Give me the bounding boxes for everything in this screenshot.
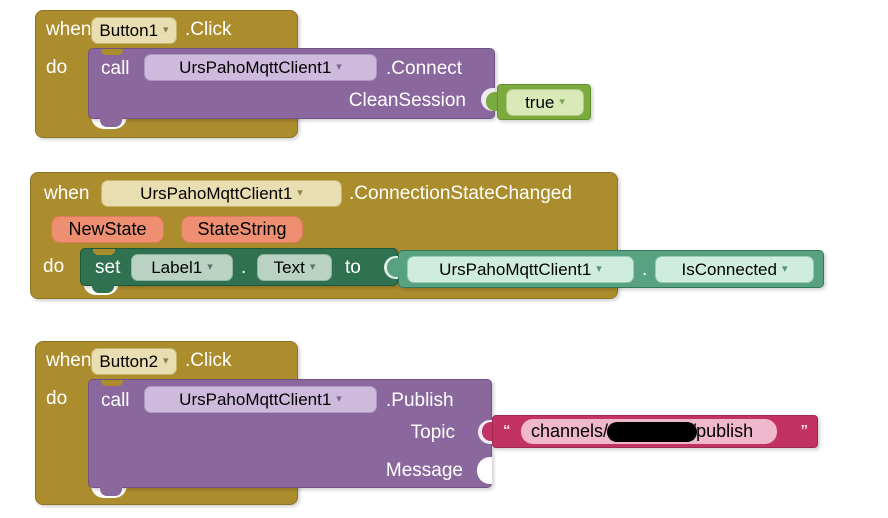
dropdown-arrow-icon: ▾	[336, 61, 342, 73]
text-property-dropdown[interactable]: Text ▾	[257, 254, 332, 281]
mqtt-client-dropdown-value: UrsPahoMqttClient1	[179, 389, 332, 409]
isconnected-dropdown[interactable]: IsConnected ▾	[655, 256, 814, 283]
mqtt-client-dropdown-value: UrsPahoMqttClient1	[179, 57, 332, 77]
param-pill-newstate[interactable]: NewState	[51, 216, 164, 243]
mqtt-client-dropdown[interactable]: UrsPahoMqttClient1 ▾	[144, 54, 377, 81]
dropdown-arrow-icon: ▾	[207, 261, 213, 273]
text-property-dropdown-value: Text	[273, 257, 305, 277]
dropdown-arrow-icon: ▾	[596, 263, 602, 275]
mqtt-client-dropdown-value: UrsPahoMqttClient1	[140, 183, 293, 203]
mqtt-client-dropdown-value: UrsPahoMqttClient1	[439, 259, 592, 279]
do-label: do	[46, 57, 68, 78]
topic-text-suffix: /publish	[691, 421, 754, 441]
topic-arg-label: Topic	[410, 422, 455, 443]
value-plug-tab	[387, 258, 400, 277]
method-label: .Publish	[386, 390, 454, 411]
event-label: .Click	[185, 350, 232, 371]
button2-dropdown-value: Button2	[99, 351, 159, 371]
dropdown-arrow-icon: ▾	[163, 355, 169, 367]
dropdown-arrow-icon: ▾	[336, 393, 342, 405]
statement-notch	[101, 380, 123, 386]
redaction-blob	[607, 421, 698, 442]
call-connect-block[interactable]: call UrsPahoMqttClient1 ▾ .Connect Clean…	[88, 48, 495, 119]
true-dropdown[interactable]: true ▾	[506, 89, 584, 116]
method-label: .Connect	[386, 58, 463, 79]
next-connector-bump	[100, 486, 122, 496]
when-label: when	[46, 19, 92, 40]
when-label: when	[44, 183, 90, 204]
button1-dropdown-value: Button1	[99, 20, 159, 40]
label1-dropdown[interactable]: Label1 ▾	[131, 254, 233, 281]
call-publish-block[interactable]: call UrsPahoMqttClient1 ▾ .Publish Topic…	[88, 379, 492, 488]
open-quote: “	[503, 422, 511, 439]
button1-dropdown[interactable]: Button1 ▾	[91, 17, 177, 44]
dropdown-arrow-icon: ▾	[163, 24, 169, 36]
mqtt-client-dropdown[interactable]: UrsPahoMqttClient1 ▾	[101, 180, 342, 207]
dot-label: .	[642, 259, 648, 280]
event-label: .Click	[185, 19, 232, 40]
dropdown-arrow-icon: ▾	[559, 96, 565, 108]
param-newstate-label: NewState	[68, 219, 147, 239]
statement-notch	[101, 49, 123, 55]
dropdown-arrow-icon: ▾	[309, 261, 316, 273]
true-dropdown-value: true	[525, 92, 555, 112]
set-label1-text-block[interactable]: set Label1 ▾ . Text ▾ to	[80, 248, 398, 286]
true-dropdown-block[interactable]: true ▾	[497, 84, 591, 120]
event-label: .ConnectionStateChanged	[349, 183, 572, 204]
dot-label: .	[241, 257, 247, 278]
to-label: to	[345, 257, 361, 278]
call-label: call	[101, 58, 130, 79]
close-quote: ”	[800, 422, 809, 439]
when-label: when	[46, 350, 92, 371]
topic-text-field[interactable]: channels/ /publish	[521, 419, 777, 444]
isconnected-dropdown-value: IsConnected	[681, 259, 777, 279]
value-plug-tab	[482, 422, 493, 441]
statement-notch	[93, 249, 115, 255]
set-label: set	[95, 257, 121, 278]
dropdown-arrow-icon: ▾	[781, 263, 788, 275]
mqtt-client-dropdown[interactable]: UrsPahoMqttClient1 ▾	[144, 386, 377, 413]
label1-dropdown-value: Label1	[151, 257, 203, 277]
button2-dropdown[interactable]: Button2 ▾	[91, 348, 177, 375]
topic-string-block[interactable]: “ channels/ /publish ”	[492, 415, 818, 448]
isconnected-getter-block[interactable]: UrsPahoMqttClient1 ▾ . IsConnected ▾	[398, 250, 824, 288]
param-pill-statestring[interactable]: StateString	[181, 216, 303, 243]
message-empty-socket[interactable]	[477, 457, 492, 484]
do-label: do	[43, 256, 65, 277]
cleansession-arg-label: CleanSession	[348, 90, 466, 111]
param-statestring-label: StateString	[197, 219, 287, 239]
dropdown-arrow-icon: ▾	[297, 187, 303, 199]
do-label: do	[46, 388, 68, 409]
next-connector-bump	[100, 117, 122, 127]
message-arg-label: Message	[385, 460, 463, 481]
value-plug-tab	[486, 92, 499, 111]
topic-text-prefix: channels/	[531, 421, 609, 441]
next-connector-bump	[92, 283, 114, 293]
mqtt-client-dropdown[interactable]: UrsPahoMqttClient1 ▾	[407, 256, 634, 283]
call-label: call	[101, 390, 130, 411]
